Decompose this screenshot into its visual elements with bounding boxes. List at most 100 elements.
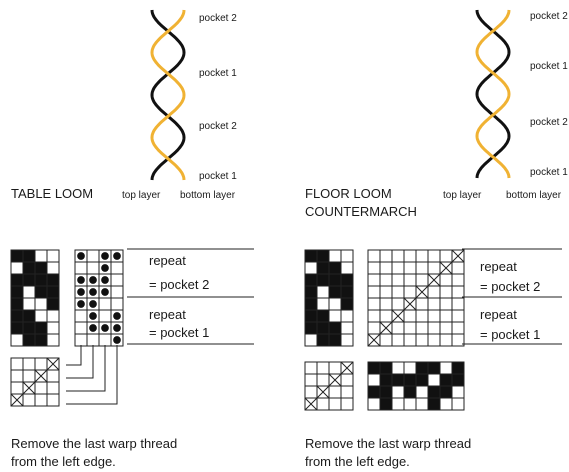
grid-cell — [86, 249, 100, 263]
bottom-layer-label-left: bottom layer — [180, 190, 236, 201]
tieup-mark — [439, 261, 453, 275]
grid-cell — [340, 309, 354, 323]
grid-cell — [427, 385, 441, 399]
grid-cell — [34, 321, 48, 335]
grid-cell — [316, 397, 330, 411]
grid-cell — [34, 309, 48, 323]
lift-dot — [113, 324, 121, 332]
grid-cell — [451, 397, 465, 411]
repeat-label-left-bottom: repeat — [149, 307, 186, 322]
threading-mark — [316, 385, 330, 399]
grid-cell — [427, 249, 441, 263]
threading-mark — [10, 393, 24, 407]
grid-cell — [34, 273, 48, 287]
grid-cell — [328, 333, 342, 347]
lift-dot — [89, 300, 97, 308]
pocket-label-right-2: pocket 1 — [530, 61, 568, 72]
grid-cell — [439, 373, 453, 387]
grid-cell — [110, 261, 124, 275]
grid-cell — [304, 321, 318, 335]
top-layer-label-left: top layer — [122, 190, 161, 201]
grid-cell — [427, 321, 441, 335]
grid-cell — [391, 361, 405, 375]
grid-cell — [367, 321, 381, 335]
grid-cell — [304, 361, 318, 375]
grid-cell — [415, 385, 429, 399]
grid-cell — [34, 297, 48, 311]
grid-cell — [403, 321, 417, 335]
grid-cell — [22, 333, 36, 347]
grid-cell — [391, 321, 405, 335]
lift-dot — [101, 288, 109, 296]
grid-cell — [316, 285, 330, 299]
tieup-grid-right — [367, 249, 465, 347]
grid-cell — [340, 261, 354, 275]
grid-cell — [316, 361, 330, 375]
grid-cell — [304, 285, 318, 299]
grid-cell — [74, 261, 88, 275]
grid-cell — [328, 273, 342, 287]
lift-dot — [77, 288, 85, 296]
grid-cell — [304, 309, 318, 323]
grid-cell — [46, 321, 60, 335]
grid-cell — [391, 261, 405, 275]
grid-cell — [10, 309, 24, 323]
repeat-brackets-right — [462, 248, 562, 345]
grid-cell — [439, 309, 453, 323]
note-right-line1: Remove the last warp thread — [305, 436, 471, 451]
grid-cell — [427, 361, 441, 375]
repeat-label-left-top: repeat — [149, 253, 186, 268]
pocket-label-right-3: pocket 2 — [530, 117, 568, 128]
grid-cell — [34, 249, 48, 263]
pocket-label-left-2: pocket 1 — [199, 68, 237, 79]
grid-cell — [46, 273, 60, 287]
grid-cell — [316, 333, 330, 347]
grid-cell — [86, 261, 100, 275]
grid-cell — [439, 333, 453, 347]
grid-cell — [403, 261, 417, 275]
threading-grid-right — [304, 361, 354, 411]
grid-cell — [367, 297, 381, 311]
grid-cell — [403, 385, 417, 399]
grid-cell — [46, 381, 60, 395]
grid-cell — [379, 385, 393, 399]
grid-cell — [304, 385, 318, 399]
note-left-line1: Remove the last warp thread — [11, 436, 177, 451]
grid-cell — [367, 373, 381, 387]
grid-cell — [367, 397, 381, 411]
grid-cell — [34, 393, 48, 407]
grid-cell — [379, 397, 393, 411]
grid-cell — [86, 333, 100, 347]
grid-cell — [304, 297, 318, 311]
grid-cell — [328, 297, 342, 311]
grid-cell — [74, 309, 88, 323]
grid-cell — [110, 297, 124, 311]
grid-cell — [451, 373, 465, 387]
grid-cell — [304, 273, 318, 287]
grid-cell — [340, 249, 354, 263]
grid-cell — [379, 285, 393, 299]
top-layer-label-right: top layer — [443, 190, 482, 201]
grid-cell — [304, 333, 318, 347]
grid-cell — [328, 385, 342, 399]
lift-dot — [77, 252, 85, 260]
grid-cell — [403, 333, 417, 347]
grid-cell — [439, 249, 453, 263]
pocket-label-right-4: pocket 1 — [530, 167, 568, 178]
grid-cell — [22, 369, 36, 383]
lift-dot — [89, 312, 97, 320]
grid-cell — [316, 309, 330, 323]
grid-cell — [10, 369, 24, 383]
grid-cell — [34, 381, 48, 395]
grid-cell — [403, 285, 417, 299]
repeat-sub-right-bottom: = pocket 1 — [480, 327, 540, 342]
grid-cell — [415, 397, 429, 411]
grid-cell — [340, 373, 354, 387]
grid-cell — [22, 261, 36, 275]
grid-cell — [367, 309, 381, 323]
grid-cell — [46, 369, 60, 383]
grid-cell — [340, 273, 354, 287]
grid-cell — [403, 249, 417, 263]
repeat-sub-left-top: = pocket 2 — [149, 277, 209, 292]
